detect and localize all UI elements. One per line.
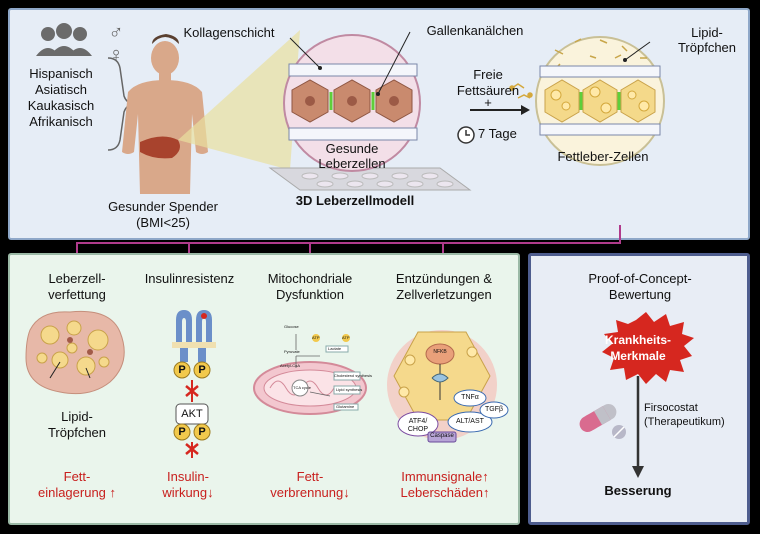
lipid-label-top-1: Lipid- xyxy=(691,25,723,40)
result-insulin-2: wirkung↓ xyxy=(162,485,214,500)
inflammation-cell-icon xyxy=(387,330,509,443)
connector-lines xyxy=(76,225,621,257)
inflammation-tnfa: TNFα xyxy=(461,394,479,401)
donor-label-2: (BMI<25) xyxy=(136,215,190,230)
mito-acetyl-coa: Acetyl-CoA xyxy=(280,363,301,368)
duration-label: 7 Tage xyxy=(478,126,517,141)
phenotype-title-inflammation-1: Entzündungen & xyxy=(395,271,493,286)
drug-type: (Therapeutikum) xyxy=(644,416,725,428)
insulin-p-4: P xyxy=(198,426,206,438)
mito-tca: TCA cycle xyxy=(293,385,312,390)
phenotype-title-mito-1: Mitochondriale xyxy=(267,271,353,286)
phenotype-title-steatosis-1: Leberzell- xyxy=(48,271,106,286)
insulin-p-2: P xyxy=(198,364,206,376)
fatty-acid-icon xyxy=(509,83,533,99)
annotation-leaders xyxy=(289,31,651,95)
model-title: 3D Leberzellmodell xyxy=(295,193,415,208)
healthy-cell-model-icon xyxy=(283,34,421,172)
result-inflammation-1: Immunsignale↑ xyxy=(401,469,489,484)
inflammation-tgfb: TGFβ xyxy=(484,406,504,413)
liver-icon xyxy=(140,136,180,159)
canaliculi-label: Gallenkanälchen xyxy=(426,23,524,38)
people-group-icon xyxy=(36,23,92,56)
result-mito-1: Fett- xyxy=(296,469,324,484)
poc-title-2: Bewertung xyxy=(608,287,672,302)
insulin-p-3: P xyxy=(178,426,186,438)
healthy-cells-label-1: Gesunde xyxy=(325,141,379,156)
steatosis-cells-icon xyxy=(25,310,125,395)
result-mito-2: verbrennung↓ xyxy=(270,485,350,500)
mito-cholesterol: Cholesterol synthesis xyxy=(334,373,373,378)
inflammation-atf4-2: CHOP xyxy=(407,426,429,433)
sex-symbols: ♂ ♀ xyxy=(108,22,124,66)
mito-atp-1: ATP xyxy=(312,335,320,340)
mito-atp-2: ATP xyxy=(342,335,350,340)
lipid-label-top-2: Tröpfchen xyxy=(677,40,737,55)
treatment-label-2: Fettsäuren xyxy=(456,83,520,98)
mito-lipid-synthesis: Lipid synthesis xyxy=(336,387,363,392)
clock-icon xyxy=(457,126,475,144)
mito-lactate: Lactate xyxy=(328,346,342,351)
ethnicity-1: Hispanisch xyxy=(29,66,93,81)
donor-label-1: Gesunder Spender xyxy=(108,199,218,214)
zoom-projection xyxy=(178,30,300,170)
insulin-akt: AKT xyxy=(181,408,203,420)
poc-title-1: Proof-of-Concept- xyxy=(588,271,692,286)
donor-body-icon xyxy=(122,34,208,194)
steatosis-lipid-label-2: Tröpfchen xyxy=(47,425,107,440)
inflammation-nucleus: NFKB xyxy=(433,349,447,355)
mito-glucose: Glucose xyxy=(284,324,299,329)
inflammation-alt-ast: ALT/AST xyxy=(456,418,484,425)
outcome-label: Besserung xyxy=(604,483,672,498)
drug-name: Firsocostat xyxy=(644,402,698,414)
disease-features-1: Krankheits- xyxy=(604,333,672,347)
inflammation-caspase: Caspase xyxy=(430,433,454,439)
disease-features-2: Merkmale xyxy=(610,349,666,363)
fatty-cells-label: Fettleber-Zellen xyxy=(557,149,649,164)
result-steatosis-2: einlagerung ↑ xyxy=(37,485,117,500)
well-plate-icon xyxy=(268,167,472,191)
disease-burst-icon xyxy=(602,312,694,384)
phenotype-title-inflammation-2: Zellverletzungen xyxy=(396,287,492,302)
treatment-plus: + xyxy=(484,95,492,110)
mito-glutamine: Glutamine xyxy=(336,404,355,409)
phenotype-title-mito-2: Dysfunktion xyxy=(276,287,344,302)
steatosis-lipid-label-1: Lipid- xyxy=(61,409,93,424)
healthy-cells-label-2: Leberzellen xyxy=(318,156,386,171)
pill-icon xyxy=(579,404,617,432)
treatment-arrow xyxy=(470,105,530,115)
ethnicity-4: Afrikanisch xyxy=(29,114,93,129)
phenotype-title-steatosis-2: verfettung xyxy=(48,287,106,302)
inflammation-atf4-1: ATF4/ xyxy=(408,418,428,425)
ethnicity-2: Asiatisch xyxy=(34,82,88,97)
mitochondria-pathway-icon xyxy=(253,334,367,415)
insulin-receptor-icon xyxy=(172,310,216,458)
treatment-label-1: Freie xyxy=(473,67,503,82)
mito-pyruvate: Pyruvate xyxy=(284,349,300,354)
result-inflammation-2: Leberschäden↑ xyxy=(400,485,490,500)
fatty-cell-model-icon xyxy=(535,36,665,166)
collagen-label: Kollagenschicht xyxy=(183,25,275,40)
result-insulin-1: Insulin- xyxy=(167,469,209,484)
insulin-p-1: P xyxy=(178,364,186,376)
result-steatosis-1: Fett- xyxy=(63,469,91,484)
phenotype-title-insulin: Insulinresistenz xyxy=(144,271,235,286)
ethnicity-3: Kaukasisch xyxy=(27,98,95,113)
